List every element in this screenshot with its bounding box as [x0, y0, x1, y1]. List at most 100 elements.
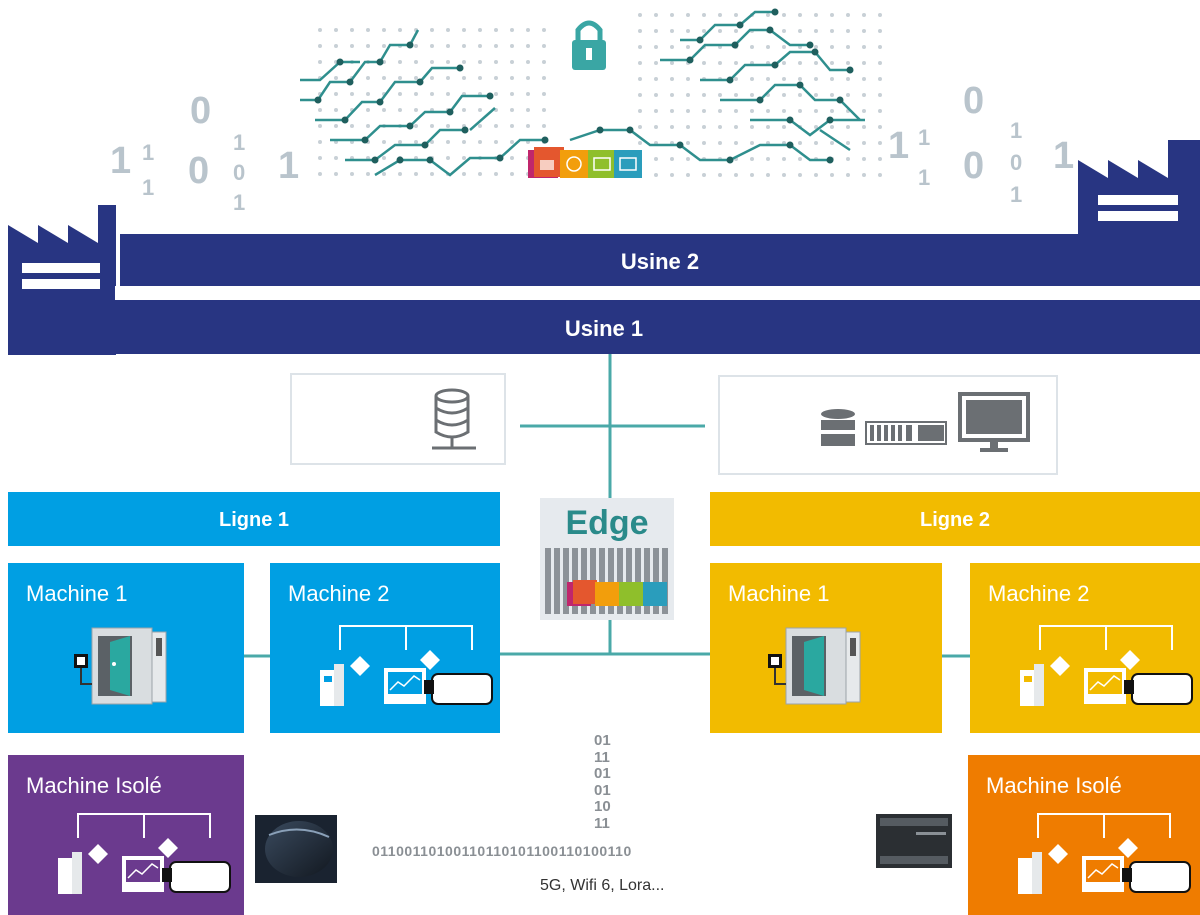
grid-dot: [526, 124, 530, 128]
grid-dot: [798, 141, 802, 145]
grid-dot: [670, 157, 674, 161]
grid-dot: [878, 173, 882, 177]
machine-label: Machine Isolé: [986, 773, 1122, 798]
grid-dot: [782, 93, 786, 97]
usine-2-bar: Usine 2: [120, 234, 1200, 286]
grid-dot: [542, 108, 546, 112]
grid-dot: [334, 172, 338, 176]
grid-dot: [702, 93, 706, 97]
grid-dot: [398, 172, 402, 176]
grid-dot: [814, 29, 818, 33]
grid-dot: [686, 141, 690, 145]
monitor-icon: [958, 392, 1030, 452]
ligne-1-bar: Ligne 1: [8, 492, 500, 546]
grid-dot: [350, 28, 354, 32]
grid-dot: [766, 109, 770, 113]
grid-dot: [462, 76, 466, 80]
ligne-2-label: Ligne 2: [919, 509, 990, 531]
grid-dot: [318, 124, 322, 128]
grid-dot: [350, 172, 354, 176]
grid-dot: [686, 13, 690, 17]
grid-dot: [510, 92, 514, 96]
grid-dot: [798, 29, 802, 33]
grid-dot: [478, 140, 482, 144]
grid-dot: [702, 173, 706, 177]
grid-dot: [638, 77, 642, 81]
binary-digit: 1: [233, 190, 246, 215]
grid-dot: [510, 124, 514, 128]
grid-dot: [638, 13, 642, 17]
grid-dot: [382, 44, 386, 48]
grid-dot: [670, 77, 674, 81]
grid-dot: [366, 92, 370, 96]
grid-dot: [494, 172, 498, 176]
grid-dot: [702, 109, 706, 113]
grid-dot: [494, 76, 498, 80]
cnc-machine-icon: [74, 627, 167, 705]
grid-dot: [414, 140, 418, 144]
grid-dot: [366, 76, 370, 80]
grid-dot: [862, 173, 866, 177]
binary-digit: 1: [1010, 118, 1023, 143]
grid-dot: [526, 92, 530, 96]
grid-dot: [686, 173, 690, 177]
database-panel: [290, 373, 506, 465]
grid-dot: [670, 109, 674, 113]
grid-dot: [366, 44, 370, 48]
grid-dot: [398, 140, 402, 144]
grid-dot: [382, 156, 386, 160]
server-icon: [821, 409, 947, 446]
grid-dot: [446, 140, 450, 144]
grid-dot: [750, 173, 754, 177]
plc-icon: [876, 814, 952, 868]
grid-dot: [446, 156, 450, 160]
grid-dot: [638, 29, 642, 33]
grid-dot: [878, 157, 882, 161]
grid-dot: [846, 13, 850, 17]
grid-dot: [750, 141, 754, 145]
binary-digit: 0: [190, 90, 212, 132]
grid-dot: [318, 156, 322, 160]
grid-dot: [782, 173, 786, 177]
grid-dot: [862, 13, 866, 17]
drive-hmi-motor-icon: [1020, 625, 1193, 706]
grid-dot: [654, 125, 658, 129]
grid-dot: [782, 13, 786, 17]
grid-dot: [430, 140, 434, 144]
grid-dot: [846, 77, 850, 81]
machine-label: Machine Isolé: [26, 773, 162, 798]
binary-digit: 1: [142, 175, 155, 200]
binary-digit: 11: [594, 748, 610, 766]
grid-dot: [414, 92, 418, 96]
binary-digit: 1: [278, 145, 300, 187]
grid-dot: [654, 61, 658, 65]
grid-dot: [814, 45, 818, 49]
drive-hmi-motor-icon: [58, 813, 231, 894]
grid-dot: [718, 13, 722, 17]
grid-dot: [830, 61, 834, 65]
edge-device-icon: [545, 548, 668, 614]
grid-dot: [878, 77, 882, 81]
grid-dot: [830, 141, 834, 145]
binary-digit: 01: [594, 732, 611, 749]
grid-dot: [734, 93, 738, 97]
grid-dot: [398, 60, 402, 64]
binary-digit: 1: [918, 165, 931, 190]
grid-dot: [862, 109, 866, 113]
grid-dot: [670, 125, 674, 129]
grid-dot: [734, 77, 738, 81]
grid-dot: [462, 60, 466, 64]
binary-digit: 1: [233, 130, 246, 155]
grid-dot: [718, 173, 722, 177]
grid-dot: [414, 124, 418, 128]
grid-dot: [334, 92, 338, 96]
grid-dot: [398, 108, 402, 112]
database-icon: [432, 388, 476, 450]
ligne-2-bar: Ligne 2: [710, 492, 1200, 546]
grid-dot: [798, 157, 802, 161]
grid-dot: [510, 156, 514, 160]
grid-dot: [366, 124, 370, 128]
grid-dot: [670, 61, 674, 65]
grid-dot: [814, 77, 818, 81]
grid-dot: [750, 157, 754, 161]
